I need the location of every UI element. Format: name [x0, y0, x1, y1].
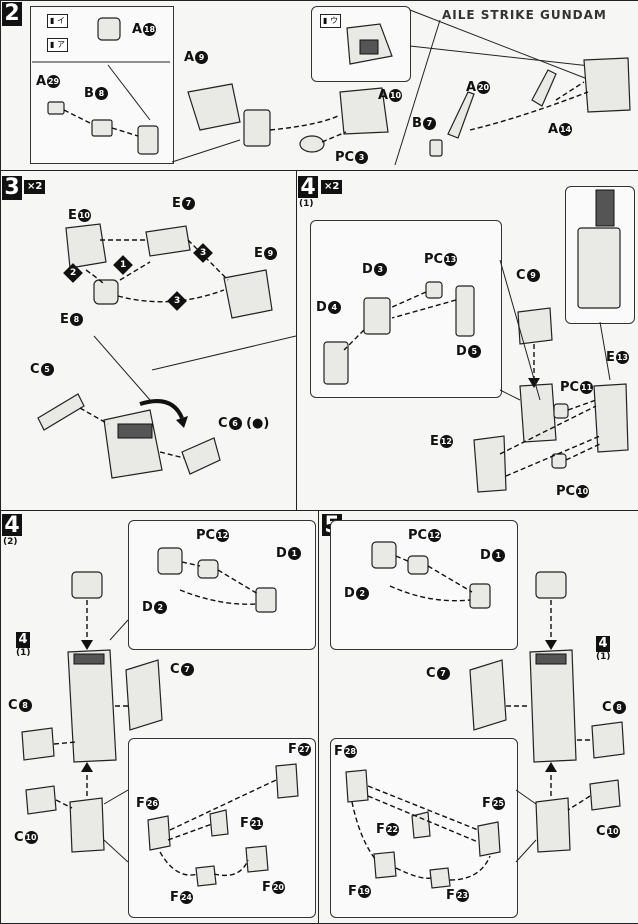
step-5-ref-sub: (1) — [596, 652, 611, 662]
sticker-a: ▮ イ — [47, 14, 68, 28]
sticker-c: ▮ ウ — [320, 14, 341, 28]
step-4-1-reference-box — [565, 186, 635, 324]
step-4-2-number: 4 — [2, 514, 22, 538]
step-2-drawing — [32, 9, 631, 166]
step-4-2-subnumber: (2) — [3, 537, 18, 547]
step-4-2-ref-number: 4 — [16, 632, 30, 648]
step-4-1-quantity: ×2 — [321, 180, 343, 194]
sticker-b: ▮ ア — [47, 38, 68, 52]
step-5-ref-number: 4 — [596, 636, 610, 652]
step-4-1-subnumber: (1) — [299, 199, 314, 209]
step-4-2-ref-sub: (1) — [16, 648, 31, 658]
step-3-panel — [0, 170, 298, 512]
step-2-number: 2 — [2, 2, 22, 26]
step-4-2-bottom-box — [128, 738, 316, 918]
page-title: AILE STRIKE GUNDAM — [442, 8, 607, 22]
step-3-quantity: ×2 — [24, 180, 46, 194]
step-3-number: 3 — [2, 176, 22, 200]
step-4-1-number: 4 — [298, 176, 318, 200]
